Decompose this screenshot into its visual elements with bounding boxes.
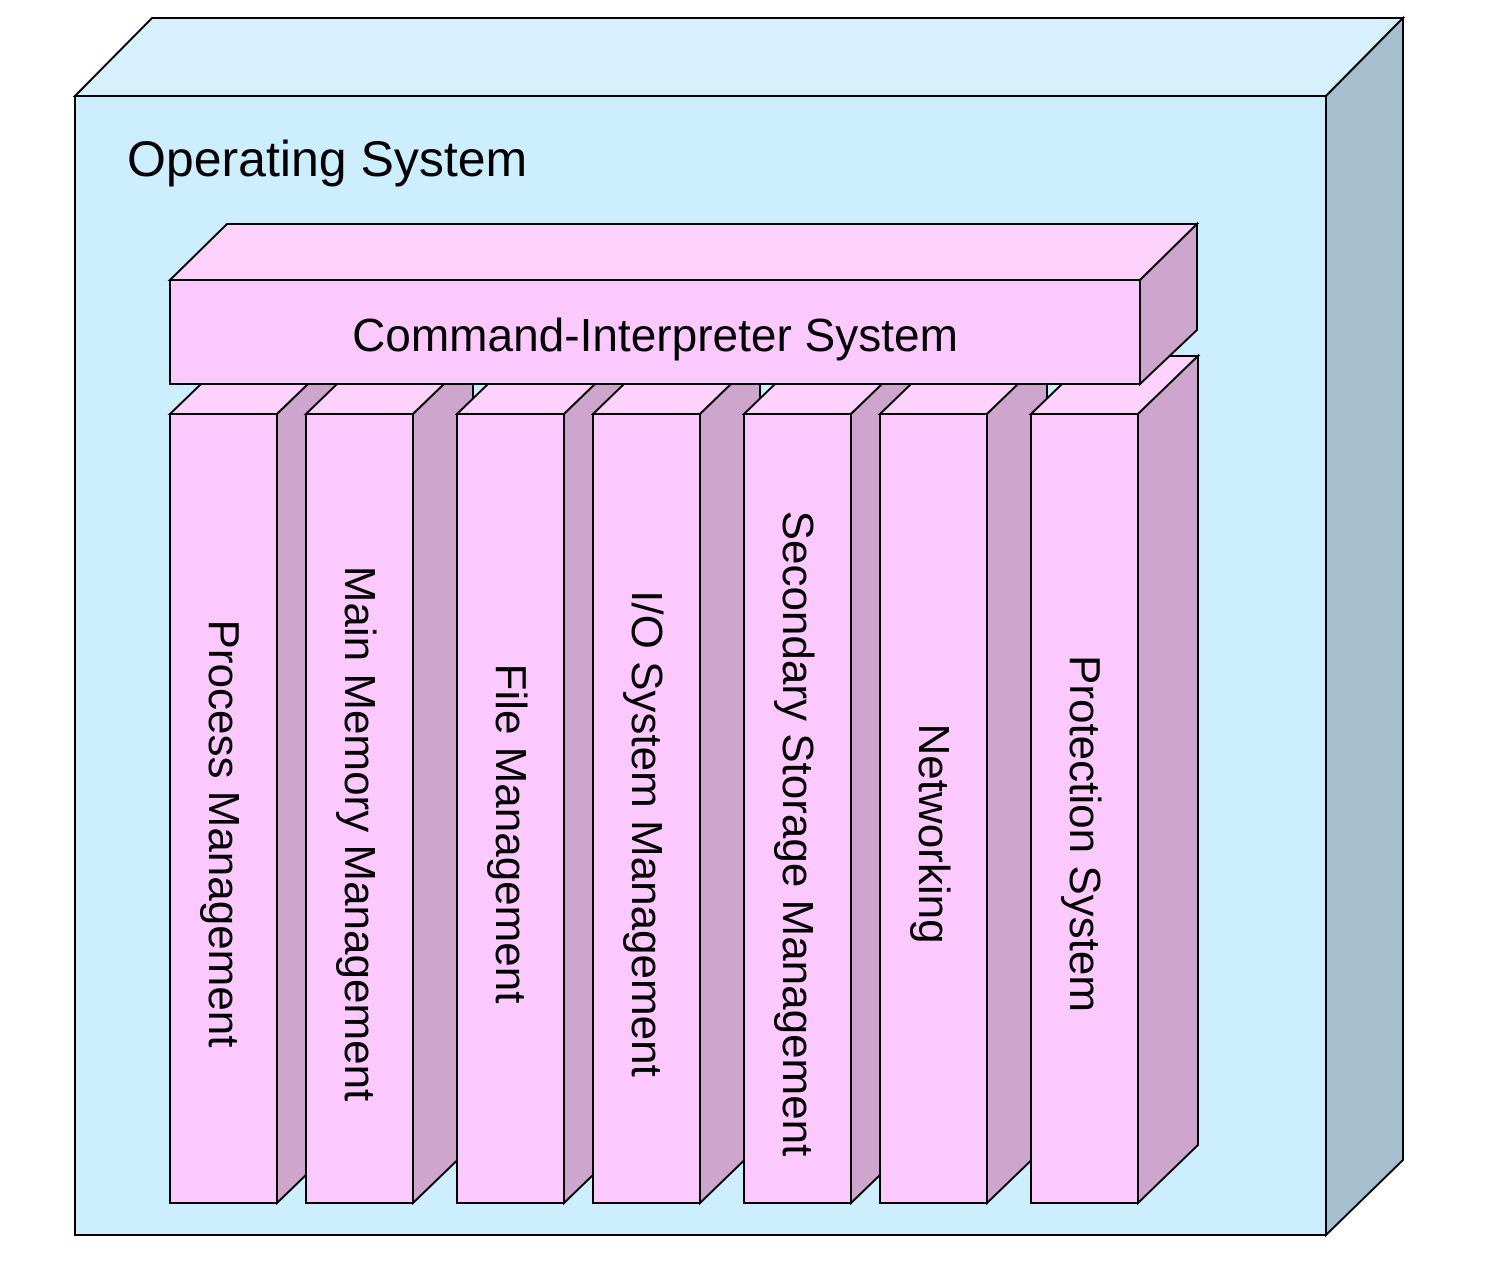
component-networking: Networking — [877, 353, 1050, 1206]
component-label: Process Management — [199, 620, 248, 1048]
component-front-face — [305, 413, 414, 1204]
component-front-face — [879, 413, 988, 1204]
component-front-face — [592, 413, 701, 1204]
command-box-label: Command-Interpreter System — [352, 309, 958, 361]
command-interpreter-box: Command-Interpreter System — [167, 221, 1200, 387]
os-box-title: Operating System — [127, 131, 527, 187]
component-side-face — [1137, 353, 1199, 1206]
command-box-top-face — [167, 223, 1200, 281]
component-label: I/O System Management — [622, 590, 671, 1077]
component-label: Networking — [909, 723, 958, 943]
component-io-system-management: I/O System Management — [590, 353, 763, 1206]
component-label: Protection System — [1060, 655, 1109, 1012]
component-protection-system: Protection System — [1028, 353, 1201, 1206]
component-front-face — [169, 413, 278, 1204]
component-label: File Management — [486, 664, 535, 1004]
component-label: Secondary Storage Management — [773, 511, 822, 1157]
command-box-front-face — [169, 279, 1141, 385]
component-label: Main Memory Management — [335, 566, 384, 1102]
os-box-top-face — [72, 17, 1406, 97]
os-box-side-face — [1325, 15, 1404, 1238]
component-columns: Process Management Main Memory Management… — [167, 353, 1201, 1206]
component-front-face — [1030, 413, 1139, 1204]
component-main-memory-management: Main Memory Management — [303, 353, 476, 1206]
component-front-face — [456, 413, 565, 1204]
component-front-face — [743, 413, 852, 1204]
